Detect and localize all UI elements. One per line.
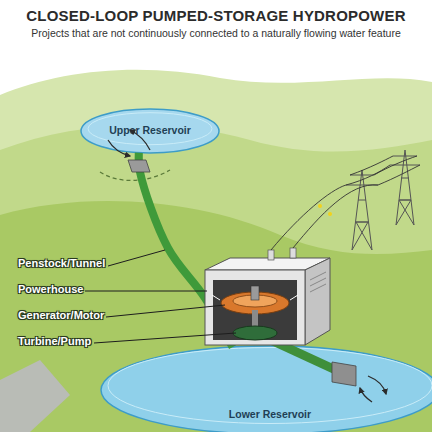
reservoir-water (101, 346, 432, 432)
outlet (332, 362, 356, 386)
part-label: Generator/Motor (18, 309, 104, 321)
reservoir: Lower Reservoir (100, 345, 432, 432)
rotation-mark (212, 295, 298, 300)
power-line (271, 185, 346, 250)
cutaway (213, 280, 297, 340)
shaft (252, 310, 258, 328)
power-line (378, 165, 420, 185)
vent-line (310, 284, 326, 292)
transmission-tower (346, 170, 378, 250)
transmission-tower (390, 150, 420, 225)
leader-line (108, 250, 165, 266)
leader-line (94, 333, 236, 343)
flow-arrow (108, 140, 130, 156)
reservoir-label: Upper Reservoir (80, 124, 220, 136)
part-label: Turbine/Pump (18, 335, 91, 347)
part-label: Powerhouse (18, 283, 83, 295)
insulator (268, 250, 274, 260)
flow-arrow (368, 376, 386, 394)
power-line (350, 156, 393, 175)
line-marker (318, 204, 322, 208)
shaft (251, 286, 259, 300)
subtitle: Projects that are not continuously conne… (0, 27, 432, 39)
title: CLOSED-LOOP PUMPED-STORAGE HYDROPOWER (0, 7, 432, 24)
line-marker (328, 212, 332, 216)
power-line (293, 185, 378, 248)
flow-arrow (360, 388, 372, 402)
rock (0, 360, 70, 432)
part-label: Penstock/Tunnel (18, 257, 105, 269)
insulator (290, 248, 296, 258)
power-line (374, 156, 417, 175)
powerhouse-side (305, 258, 330, 345)
reservoir: Upper Reservoir (80, 108, 220, 154)
reservoir-label: Lower Reservoir (100, 408, 432, 420)
leader-line (85, 291, 207, 292)
turbine (233, 326, 277, 340)
leader-line (106, 305, 225, 317)
intake (128, 160, 150, 172)
reservoir-water (81, 109, 219, 153)
flow-arrow (130, 130, 150, 150)
